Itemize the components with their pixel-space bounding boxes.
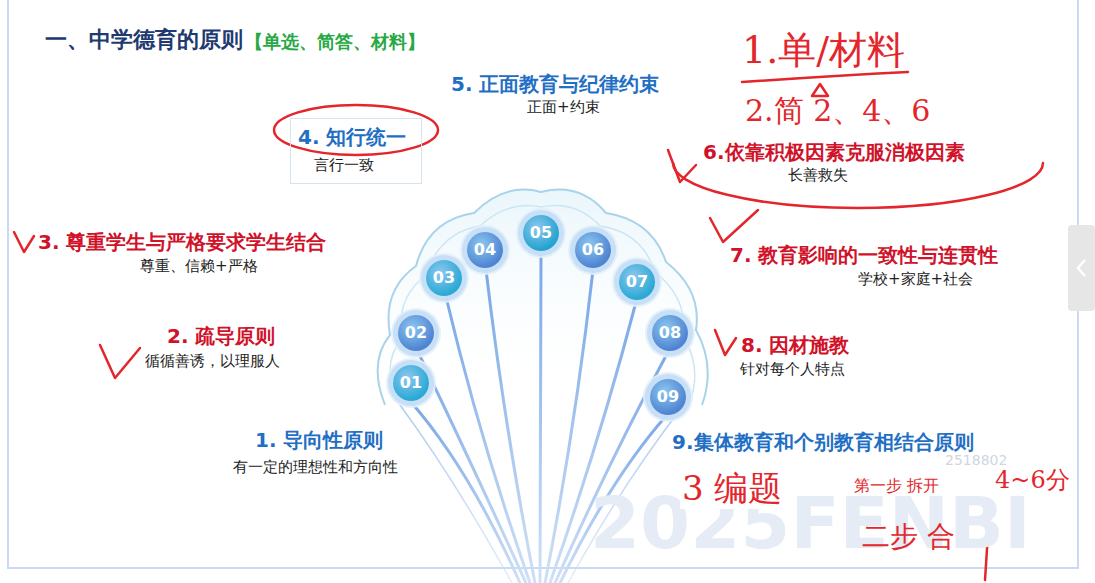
red-arc [673, 163, 1043, 208]
handwritten-note: 3 编题 [680, 468, 784, 509]
fan-stem [411, 402, 520, 583]
red-underline [742, 72, 908, 82]
number-circle: 06 [575, 232, 611, 268]
exam-type-tag: 【单选、简答、材料】 [245, 31, 425, 53]
circle-number: 02 [398, 315, 434, 351]
number-circle: 09 [650, 379, 686, 415]
principle-title: 2. 疏导原则 [167, 324, 275, 348]
fan-cloud-inner [390, 206, 695, 402]
number-circle: 02 [398, 315, 434, 351]
circle-number: 09 [650, 379, 686, 415]
circle-number: 01 [393, 365, 429, 401]
principle-title: 7. 教育影响的一致性与连贯性 [730, 243, 998, 267]
step-note: 第一步 拆开 [852, 476, 941, 495]
principle-summary: 言行一致 [314, 156, 411, 175]
principle-title: 8. 因材施教 [741, 333, 849, 357]
slide-frame [8, 0, 1078, 568]
handwritten-note: 2.简 2、4、6 [745, 93, 930, 129]
number-circle: 01 [393, 365, 429, 401]
principle-title: 4. 知行统一 [298, 125, 411, 150]
handwritten-marks [14, 72, 1043, 580]
principle-summary: 针对每个人特点 [740, 360, 845, 378]
principle-title: 5. 正面教育与纪律约束 [451, 72, 659, 96]
red-check [668, 150, 696, 182]
principle-box: 4. 知行统一言行一致 [290, 118, 422, 184]
number-circle: 05 [523, 215, 559, 251]
circle-number: 04 [467, 232, 503, 268]
red-circle [274, 105, 438, 155]
principle-summary: 有一定的理想性和方向性 [233, 458, 398, 476]
slide-title: 一、中学德育的原则 [45, 27, 243, 53]
handwritten-note: 二步 合 [862, 520, 955, 554]
fan-stem [400, 405, 512, 583]
red-check [710, 210, 758, 242]
handwritten-note: 4~6分 [995, 466, 1070, 495]
fan-stem [418, 352, 526, 583]
side-tab-chevron [1078, 260, 1085, 276]
side-tab [1068, 225, 1095, 311]
principle-summary: 学校+家庭+社会 [858, 270, 973, 288]
principle-summary: 循循善诱，以理服人 [145, 352, 280, 370]
principle-title: 6.依靠积极因素克服消极因素 [703, 140, 965, 164]
number-circle: 08 [652, 315, 688, 351]
fan-stem [486, 270, 535, 583]
number-circle: 04 [467, 232, 503, 268]
number-circle: 03 [426, 260, 462, 296]
circle-number: 06 [575, 232, 611, 268]
fan-stem [540, 253, 541, 583]
principle-title: 3. 尊重学生与严格要求学生结合 [38, 230, 326, 254]
circle-number: 08 [652, 315, 688, 351]
red-check [14, 232, 34, 252]
red-check [715, 330, 736, 355]
handwritten-note: 1.单/材料 [742, 28, 905, 74]
principle-title: 1. 导向性原则 [255, 428, 383, 452]
circle-number: 07 [619, 264, 655, 300]
watermark: 2025FENBI [590, 480, 1031, 566]
principle-summary: 尊重、信赖+严格 [140, 257, 258, 275]
red-check [100, 345, 140, 378]
principle-summary: 长善救失 [788, 166, 848, 184]
circle-number: 05 [523, 215, 559, 251]
circle-number: 03 [426, 260, 462, 296]
principle-title: 9.集体教育和个别教育相结合原则 [672, 430, 974, 454]
principle-summary: 正面+约束 [527, 98, 600, 116]
number-circle: 07 [619, 264, 655, 300]
